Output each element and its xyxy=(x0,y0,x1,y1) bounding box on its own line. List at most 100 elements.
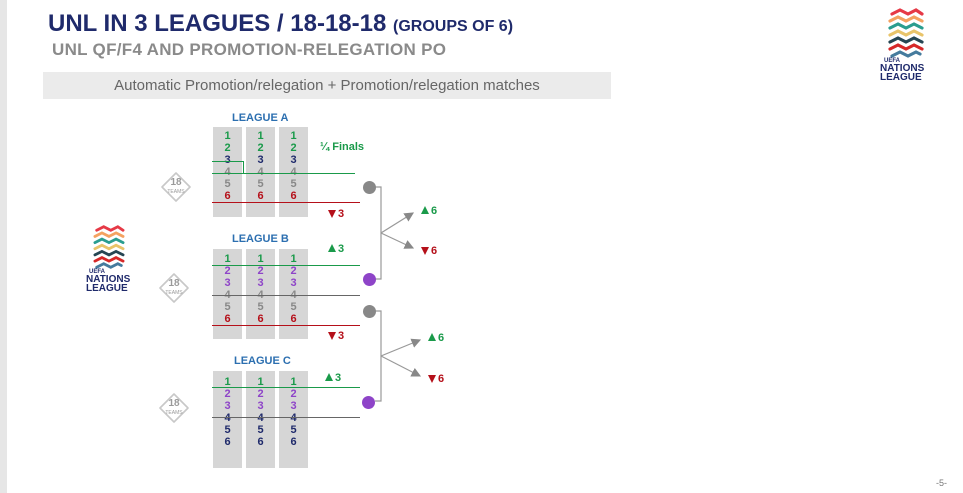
bc-playoff-down-label: 6 xyxy=(428,373,444,385)
bc-bracket xyxy=(375,310,382,402)
teams-badge-league-a: 18 TEAMS xyxy=(161,172,191,202)
group-position: 1 xyxy=(290,376,297,388)
down-arrow-icon xyxy=(428,375,436,383)
group-position: 2 xyxy=(224,388,231,400)
group-position: 5 xyxy=(257,424,264,436)
teams-badge-league-b: 18 TEAMS xyxy=(159,273,189,303)
teams-badge-league-c: 18 TEAMS xyxy=(159,393,189,423)
logo-text-nations: NATIONS xyxy=(86,274,131,285)
group-position: 1 xyxy=(257,376,264,388)
playoff-up-count: 6 xyxy=(438,332,445,344)
page-number: -5- xyxy=(936,478,947,488)
group-position: 6 xyxy=(257,313,264,325)
down-arrow-icon xyxy=(328,210,336,218)
group-position: 3 xyxy=(290,277,297,289)
league-a-qf-line-vertical xyxy=(243,161,244,173)
group-position: 6 xyxy=(224,436,231,448)
league-a-qf-line-top xyxy=(212,161,243,162)
promotion-count: 3 xyxy=(338,243,345,255)
logo-text-league: LEAGUE xyxy=(880,72,922,83)
group-position: 6 xyxy=(224,190,231,202)
teams-badge-shape xyxy=(159,393,189,423)
group-position: 2 xyxy=(224,265,231,277)
group-position: 6 xyxy=(290,313,297,325)
group-position: 5 xyxy=(257,301,264,313)
teams-label: TEAMS xyxy=(165,290,183,296)
group-position: 5 xyxy=(290,301,297,313)
nations-league-logo-icon xyxy=(888,8,924,58)
group-position: 4 xyxy=(224,166,231,178)
group-position: 2 xyxy=(290,388,297,400)
group-position: 5 xyxy=(224,178,231,190)
up-arrow-icon xyxy=(325,373,333,381)
ab-bracket xyxy=(375,186,382,280)
group-position: 3 xyxy=(290,400,297,412)
nations-league-logo-icon xyxy=(93,225,125,269)
group-position: 6 xyxy=(257,436,264,448)
group-position: 3 xyxy=(224,400,231,412)
group-column xyxy=(279,249,308,339)
title-suffix: (GROUPS OF 6) xyxy=(393,18,514,35)
group-position: 6 xyxy=(290,190,297,202)
group-column xyxy=(246,249,275,339)
league-a-relegation-label: 3 xyxy=(328,208,344,220)
league-b-relegation-label: 3 xyxy=(328,330,344,342)
group-column xyxy=(213,249,242,339)
group-position: 2 xyxy=(257,265,264,277)
group-position: 5 xyxy=(290,424,297,436)
bc-playoff-up-label: 6 xyxy=(428,332,444,344)
teams-label: TEAMS xyxy=(165,410,183,416)
league-b-playoff-dot-releg xyxy=(363,305,376,318)
ab-arrow-up xyxy=(380,212,415,234)
league-b-relegation-line xyxy=(212,325,360,326)
teams-count: 18 xyxy=(168,398,180,409)
up-arrow-icon xyxy=(328,244,336,252)
bc-arrow-up xyxy=(380,338,422,357)
teams-count: 18 xyxy=(168,278,180,289)
logo-text-uefa: UEFA xyxy=(89,269,106,275)
group-position: 6 xyxy=(257,190,264,202)
group-position: 5 xyxy=(224,424,231,436)
league-c-playoff-dot xyxy=(362,396,375,409)
group-position: 5 xyxy=(224,301,231,313)
quarter-finals-label: ¼ Finals xyxy=(320,141,365,153)
ab-playoff-down-label: 6 xyxy=(421,245,437,257)
group-position: 1 xyxy=(257,253,264,265)
group-position: 4 xyxy=(257,412,264,424)
group-position: 3 xyxy=(224,154,231,166)
league-b-playoff-dot-promo xyxy=(363,273,376,286)
ab-playoff-up-label: 6 xyxy=(421,205,437,217)
group-position: 6 xyxy=(290,436,297,448)
relegation-count: 3 xyxy=(338,330,345,342)
group-position: 2 xyxy=(290,142,297,154)
logo-text-nations: NATIONS xyxy=(880,63,925,74)
group-position: 1 xyxy=(224,253,231,265)
group-position: 6 xyxy=(224,313,231,325)
group-position: 1 xyxy=(224,376,231,388)
group-position: 1 xyxy=(290,253,297,265)
league-c-title: LEAGUE C xyxy=(234,355,291,367)
group-position: 2 xyxy=(257,142,264,154)
playoff-down-count: 6 xyxy=(431,245,438,257)
group-position: 1 xyxy=(290,130,297,142)
group-position: 3 xyxy=(257,400,264,412)
bc-arrow-down xyxy=(380,355,422,377)
teams-badge-shape xyxy=(161,172,191,202)
group-position: 3 xyxy=(257,277,264,289)
page-title: UNL IN 3 LEAGUES / 18-18-18 (GROUPS OF 6… xyxy=(48,10,513,38)
league-c-playoff-line xyxy=(212,417,360,418)
playoff-up-count: 6 xyxy=(431,205,438,217)
left-edge-bar xyxy=(0,0,7,493)
up-arrow-icon xyxy=(421,206,429,214)
group-position: 1 xyxy=(224,130,231,142)
group-position: 3 xyxy=(290,154,297,166)
group-position: 4 xyxy=(224,412,231,424)
group-position: 4 xyxy=(290,412,297,424)
league-b-promotion-label: 3 xyxy=(328,243,344,255)
group-position: 2 xyxy=(224,142,231,154)
group-position: 1 xyxy=(257,130,264,142)
league-a-relegation-line xyxy=(212,202,360,203)
group-position: 5 xyxy=(290,178,297,190)
promotion-count: 3 xyxy=(335,372,342,384)
